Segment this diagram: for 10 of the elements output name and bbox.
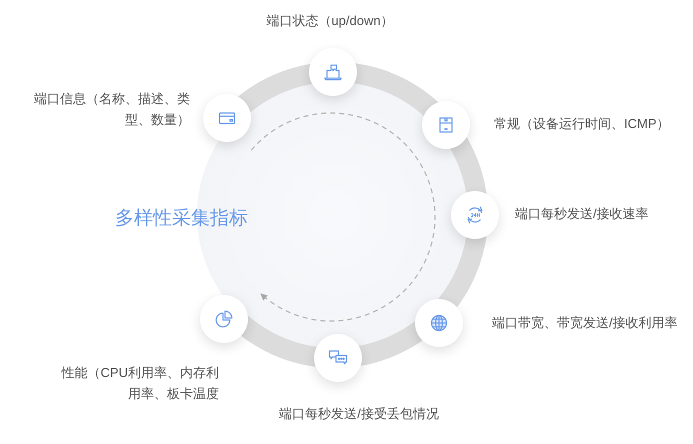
metric-label: 性能（CPU利用率、内存利用率、板卡温度 — [60, 364, 219, 403]
metric-label: 端口状态（up/down） — [266, 12, 394, 30]
icon-circle — [203, 94, 252, 142]
icon-circle — [308, 48, 356, 96]
center-title: 多样性采集指标 — [115, 207, 248, 231]
metric-label: 端口每秒发送/接受丢包情况 — [279, 405, 439, 423]
metric-label: 常规（设备运行时间、ICMP） — [494, 115, 670, 133]
metric-label: 端口信息（名称、描述、类型、数量） — [33, 90, 190, 129]
metric-label: 端口带宽、带宽发送/接收利用率 — [492, 314, 678, 332]
metric-label: 端口每秒发送/接收速率 — [515, 205, 649, 223]
